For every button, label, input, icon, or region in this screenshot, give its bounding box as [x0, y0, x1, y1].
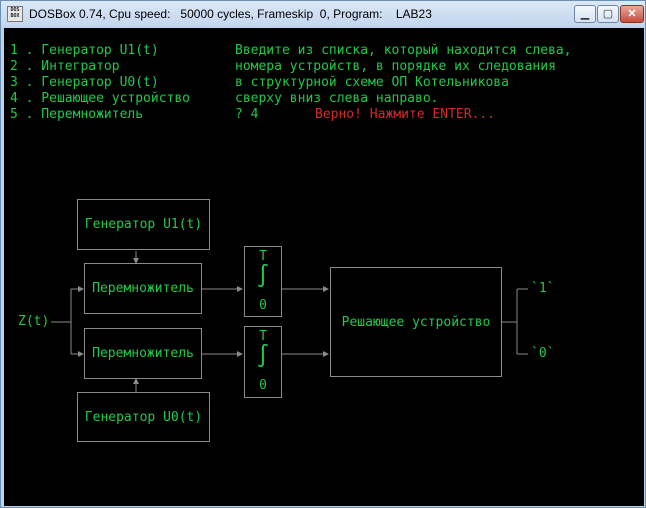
feedback-message: Верно! Нажмите ENTER...	[315, 107, 496, 122]
menu-item-2: 2 . Интегратор	[10, 59, 120, 74]
integral-icon: ∫	[256, 344, 270, 369]
decision-device-block: Решающее устройство	[330, 267, 502, 377]
generator-u1-label: Генератор U1(t)	[84, 217, 203, 232]
close-icon: ✕	[627, 8, 637, 20]
dosbox-app-icon[interactable]: DOS BOX	[7, 6, 23, 22]
maximize-icon: ▢	[602, 8, 614, 20]
generator-u0-label: Генератор U0(t)	[84, 409, 203, 425]
multiplier-bottom-block: Перемножитель	[84, 328, 202, 379]
instruction-line-1: Введите из списка, который находится сле…	[235, 43, 572, 58]
title-bar[interactable]: DOS BOX DOSBox 0.74, Cpu speed: 50000 cy…	[1, 1, 645, 27]
multiplier-top-block: Перемножитель	[84, 263, 202, 314]
generator-u1-block: Генератор U1(t)	[77, 199, 210, 250]
decision-device-label: Решающее устройство	[341, 314, 491, 330]
integrator-bottom-block: T ∫ 0	[244, 326, 282, 398]
instruction-line-2: номера устройств, в порядке их следовани…	[235, 59, 556, 74]
minimize-button[interactable]: ▁	[574, 5, 596, 23]
integrator-top-lower-limit: 0	[259, 298, 267, 313]
close-button[interactable]: ✕	[620, 5, 644, 23]
app-icon-text-bottom: BOX	[10, 13, 20, 19]
maximize-button[interactable]: ▢	[597, 5, 619, 23]
menu-item-3: 3 . Генератор U0(t)	[10, 75, 159, 90]
app-icon-text-top: DOS	[10, 7, 20, 13]
integrator-top-upper-limit: T	[259, 249, 267, 264]
input-signal-label: Z(t)	[18, 314, 50, 329]
menu-item-5: 5 . Перемножитель	[10, 107, 144, 122]
integrator-bottom-upper-limit: T	[259, 329, 267, 344]
integrator-top-block: T ∫ 0	[244, 246, 282, 317]
diagram-connectors	[51, 251, 528, 392]
menu-item-4: 4 . Решающее устройство	[10, 91, 191, 106]
output-1-label: `1`	[531, 281, 555, 296]
answer-prompt[interactable]: ? 4	[235, 107, 259, 122]
generator-u0-block: Генератор U0(t)	[77, 392, 210, 442]
integrator-bottom-lower-limit: 0	[259, 378, 267, 393]
window-title: DOSBox 0.74, Cpu speed: 50000 cycles, Fr…	[29, 7, 432, 21]
dos-screen[interactable]: 1 . Генератор U1(t) 2 . Интегратор 3 . Г…	[4, 28, 644, 506]
instruction-line-4: сверху вниз слева направо.	[235, 91, 439, 106]
multiplier-bottom-label: Перемножитель	[92, 346, 194, 361]
minimize-icon: ▁	[580, 8, 590, 20]
integral-icon: ∫	[256, 264, 270, 289]
multiplier-top-label: Перемножитель	[92, 281, 194, 296]
instruction-line-3: в структурной схеме ОП Котельникова	[235, 75, 509, 90]
menu-item-1: 1 . Генератор U1(t)	[10, 43, 159, 58]
output-0-label: `0`	[531, 346, 555, 361]
